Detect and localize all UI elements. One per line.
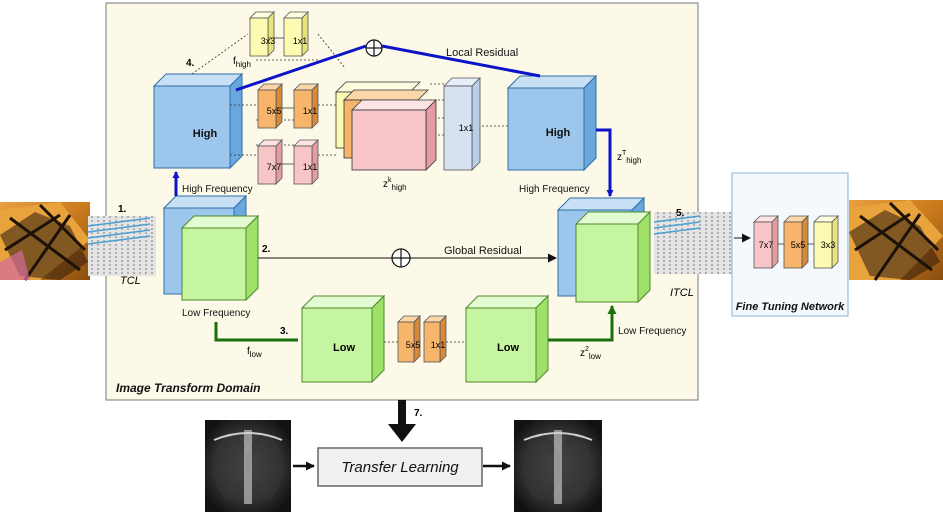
local-residual-path [235, 44, 541, 92]
step-1: 1. [118, 204, 127, 215]
low-cube-left [300, 294, 386, 384]
kernel-5x5-finetune [783, 215, 809, 269]
transfer-learning-label: Transfer Learning [341, 459, 459, 476]
low-cube-right [464, 294, 550, 384]
kernel-3x3-finetune-label: 3x3 [821, 240, 836, 250]
output-low-cube [574, 210, 652, 304]
transfer-learning-box [317, 447, 483, 487]
high-label-left: High [193, 128, 218, 140]
z-t-high-arrow [596, 128, 614, 197]
kernel-1x1-top [283, 11, 309, 57]
high-cube-left [152, 72, 244, 170]
z-t-high-label: zThigh [617, 150, 641, 165]
kernel-5x5-mid-label: 5x5 [267, 106, 282, 116]
step-3: 3. [280, 326, 289, 337]
z-k-high-label: zkhigh [383, 177, 407, 192]
kernel-5x5-finetune-label: 5x5 [791, 240, 806, 250]
f-low-label: flow [247, 346, 262, 359]
high-cube-right [506, 74, 598, 172]
step-5: 5. [676, 208, 685, 219]
conv-1x1-slab-label: 1x1 [459, 123, 474, 133]
low-frequency-label-right: Low Frequency [618, 326, 686, 337]
high-label-right: High [546, 127, 571, 139]
kernel-5x5-mid [257, 83, 283, 129]
xray-input-image [205, 420, 291, 512]
global-residual-label: Global Residual [444, 245, 522, 257]
feature-concat-stack [335, 81, 437, 171]
low-branch-path [214, 322, 298, 342]
kernel-7x7-finetune-label: 7x7 [759, 240, 774, 250]
fine-tuning-label: Fine Tuning Network [736, 301, 845, 313]
kernel-3x3-top [249, 11, 275, 57]
kernel-7x7-low [257, 139, 283, 185]
butterfly-output-image [849, 200, 943, 281]
itcl-label: ITCL [670, 287, 694, 299]
kernel-1x1-mid [293, 83, 319, 129]
kernel-5x5-bottom [397, 315, 421, 363]
step-4: 4. [186, 58, 195, 69]
kernel-1x1-low-label: 1x1 [303, 162, 318, 172]
kernel-1x1-mid-label: 1x1 [303, 106, 318, 116]
global-residual-plus [391, 248, 411, 268]
kernel-1x1-low [293, 139, 319, 185]
step-7: 7. [414, 408, 423, 419]
z-2-low-label: z2low [580, 346, 601, 361]
input-low-cube [180, 214, 260, 302]
butterfly-input-image [0, 202, 90, 281]
down-arrow-head [388, 424, 416, 442]
tcl-transform-grid [87, 216, 156, 276]
high-frequency-label-right: High Frequency [519, 184, 590, 195]
kernel-5x5-bottom-label: 5x5 [406, 340, 421, 350]
conv-1x1-slab [443, 77, 481, 171]
f-high-label: fhigh [233, 56, 251, 69]
high-frequency-label-left: High Frequency [182, 184, 253, 195]
kernel-1x1-bottom [423, 315, 447, 363]
domain-label: Image Transform Domain [116, 381, 260, 395]
high-branch-dashes [191, 33, 508, 156]
local-residual-label: Local Residual [446, 47, 518, 59]
low-label-left: Low [333, 342, 355, 354]
low-to-output-arrow [548, 305, 617, 342]
local-residual-plus [365, 39, 383, 57]
low-label-right: Low [497, 342, 519, 354]
kernel-3x3-finetune [813, 215, 839, 269]
itcl-transform-grid [653, 212, 734, 274]
kernel-3x3-top-label: 3x3 [261, 36, 276, 46]
step-2: 2. [262, 244, 271, 255]
kernel-1x1-bottom-label: 1x1 [431, 340, 446, 350]
kernel-7x7-finetune [753, 215, 779, 269]
tcl-label: TCL [120, 275, 141, 287]
xray-output-image [514, 420, 602, 512]
low-frequency-label-left: Low Frequency [182, 308, 250, 319]
kernel-1x1-top-label: 1x1 [293, 36, 308, 46]
kernel-7x7-low-label: 7x7 [267, 162, 282, 172]
